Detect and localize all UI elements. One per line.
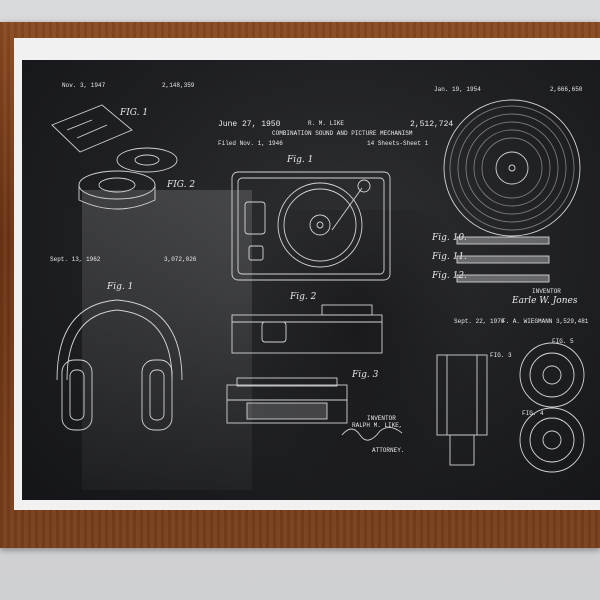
bottom-right-fig3: FIG. 3 xyxy=(490,352,512,359)
top-left-fig1: FIG. 1 xyxy=(120,108,149,118)
center-fig1-label: Fig. 1 xyxy=(287,155,314,165)
top-right-inventor-label: INVENTOR xyxy=(532,288,561,295)
center-patent-title: COMBINATION SOUND AND PICTURE MECHANISM xyxy=(272,130,413,137)
bottom-right-patent-inventor: F. A. WIEGMANN xyxy=(502,318,553,325)
bottom-left-patent-number: 3,072,026 xyxy=(164,256,197,263)
top-right-fig10: Fig. 10. xyxy=(432,233,467,243)
bottom-left-fig1: Fig. 1 xyxy=(107,282,134,292)
gear-drawing-bottom xyxy=(519,407,585,473)
patent-line-art xyxy=(51,99,585,473)
center-patent-number: 2,512,724 xyxy=(410,120,454,129)
platter-drawing xyxy=(116,147,178,173)
gear-drawing-top xyxy=(519,342,585,408)
top-left-fig2: FIG. 2 xyxy=(167,180,196,190)
center-patent-date: June 27, 1950 xyxy=(218,120,281,129)
center-attorney: ATTORNEY. xyxy=(372,447,405,454)
center-fig3-label: Fig. 3 xyxy=(352,370,379,380)
headphones-drawing xyxy=(56,299,183,381)
center-fig2-label: Fig. 2 xyxy=(290,292,317,302)
bottom-right-patent-number: 3,529,481 xyxy=(556,318,589,325)
top-right-patent-number: 2,666,650 xyxy=(550,86,583,93)
signature-scribble xyxy=(341,427,403,441)
groove-section-10 xyxy=(456,236,550,245)
record-disc-drawing xyxy=(443,99,581,237)
bottom-right-fig5: FIG. 5 xyxy=(552,338,574,345)
wiegmann-device-drawing xyxy=(436,354,488,436)
top-right-fig12: Fig. 12. xyxy=(432,271,467,281)
top-left-patent-number: 2,148,359 xyxy=(162,82,195,89)
person-reflection xyxy=(242,210,472,500)
turntable-drawing xyxy=(231,171,391,281)
plate-drawing xyxy=(51,104,133,153)
center-patent-filed: Filed Nov. 1, 1946 xyxy=(218,140,283,147)
groove-section-11 xyxy=(456,255,550,264)
top-right-fig11: Fig. 11. xyxy=(432,252,467,262)
center-patent-inventor: R. M. LIKE xyxy=(308,120,345,127)
top-right-patent-date: Jan. 19, 1954 xyxy=(434,86,481,93)
turntable-front-drawing xyxy=(226,384,348,424)
patent-blueprint-poster: June 27, 1950 R. M. LIKE 2,512,724 COMBI… xyxy=(22,60,600,500)
center-inventor-name: RALPH M. LIKE, xyxy=(352,422,403,429)
bottom-right-fig4: FIG. 4 xyxy=(522,410,544,417)
center-inventor-label: INVENTOR xyxy=(367,415,396,422)
center-patent-sheets: 14 Sheets-Sheet 1 xyxy=(367,140,429,147)
window-reflection xyxy=(82,190,252,490)
top-left-patent-date: Nov. 3, 1947 xyxy=(62,82,106,89)
turntable-side-drawing xyxy=(231,314,383,354)
bottom-right-patent-date: Sept. 22, 1970 xyxy=(454,318,505,325)
groove-section-12 xyxy=(456,274,550,283)
bottom-left-patent-date: Sept. 13, 1962 xyxy=(50,256,101,263)
top-right-inventor-name: Earle W. Jones xyxy=(512,296,578,306)
